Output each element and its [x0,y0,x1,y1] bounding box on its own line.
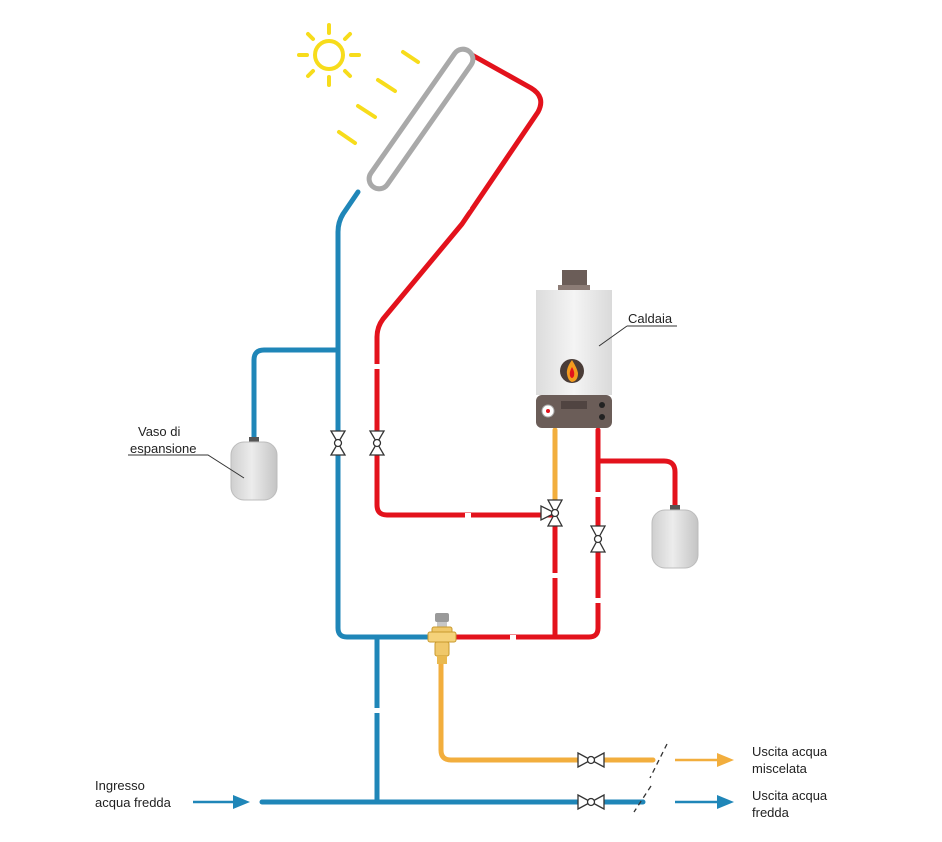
uscita-miscelata-line1: Uscita acqua [752,744,828,759]
uscita-miscelata-line2: miscelata [752,761,807,776]
flame-icon [560,359,584,383]
valve-icon [368,430,386,456]
ingresso-label-line1: Ingresso [95,778,145,793]
hot-pipes [374,52,678,640]
uscita-fredda-line2: fredda [752,805,789,820]
uscita-acqua-miscelata-label: Uscita acqua miscelata [752,743,827,777]
ingresso-acqua-fredda-label: Ingresso acqua fredda [95,777,171,811]
boiler-tank-pipe [595,458,678,509]
vaso-label-line1: Vaso di [138,424,181,439]
caldaia-label-text: Caldaia [628,311,673,326]
arrow-icon [675,795,734,809]
solar-cold-supply-pipe [335,189,443,640]
vaso-di-espansione-label-2: espansione [130,440,197,457]
uscita-acqua-fredda-label: Uscita acqua fredda [752,787,827,821]
ingresso-label-line2: acqua fredda [95,795,171,810]
mixing-valve-icon [427,613,457,664]
valve-icon [589,525,607,553]
three-way-valve-icon [540,499,564,527]
mixed-pipes [438,427,656,763]
arrow-icon [193,795,250,809]
mixed-outlet-pipe [438,661,656,763]
solar-panel-icon [366,46,476,192]
vaso-label-line2: espansione [130,441,197,456]
solar-hot-return-pipe [374,52,557,518]
boiler-hot-pipe [452,427,601,640]
solar-tank-pipe [251,347,341,440]
expansion-tank-icon [230,437,278,501]
boiler-icon [536,270,612,428]
pipe-joints [374,205,601,713]
arrow-icon [675,753,734,767]
sun-rays [337,50,420,145]
valve-icon [577,793,605,811]
uscita-fredda-line1: Uscita acqua [752,788,828,803]
valve-icon [577,751,605,769]
vaso-di-espansione-label: Vaso di [138,423,180,440]
caldaia-label: Caldaia [628,310,672,327]
pipe-break-mark [633,743,668,813]
leader-lines [128,325,677,479]
valve-icon [329,430,347,456]
sun-icon [297,23,361,87]
boiler-expansion-tank-icon [651,505,699,569]
